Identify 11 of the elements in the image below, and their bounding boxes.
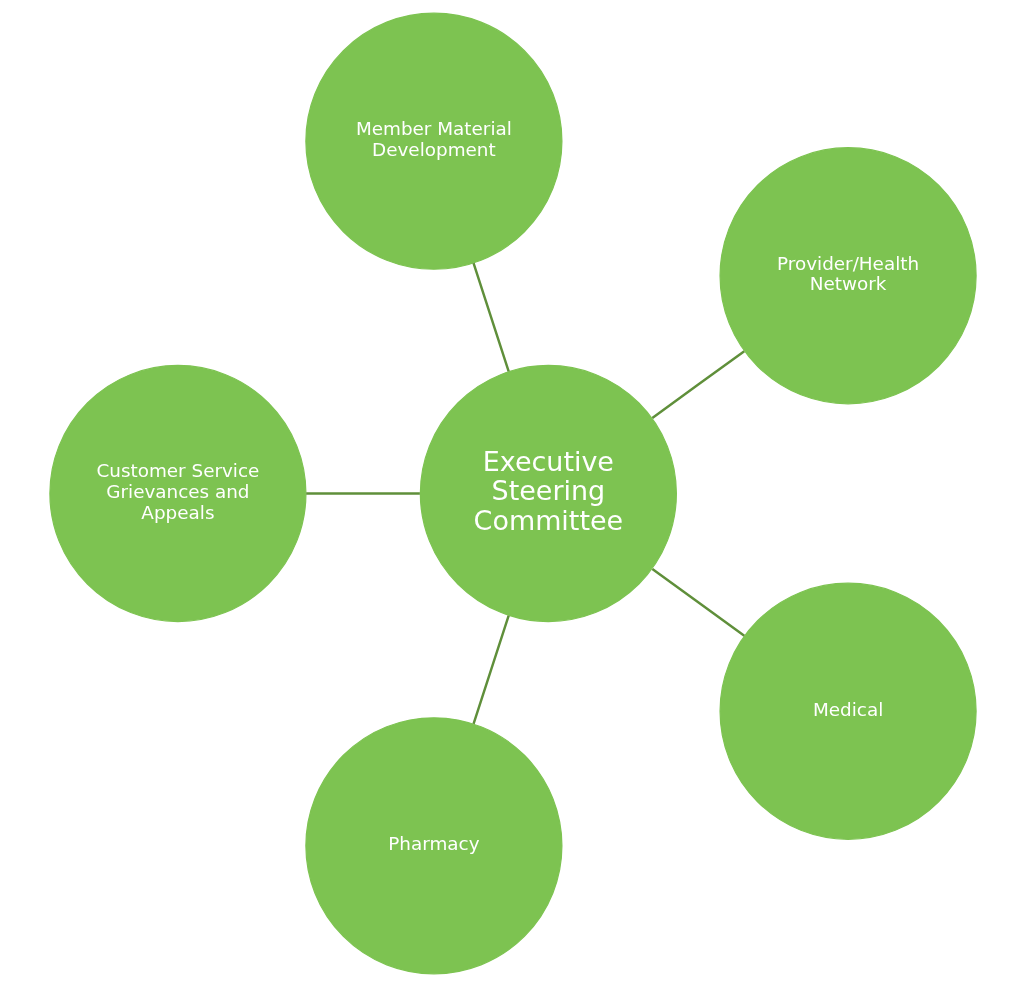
node-circle: Customer Service Grievances and Appeals <box>48 364 307 623</box>
node-circle: Medical <box>718 582 977 840</box>
node-circle: Pharmacy <box>304 717 563 975</box>
node-circle: Executive Steering Committee <box>419 364 677 623</box>
connector <box>305 492 420 495</box>
connector <box>651 350 745 419</box>
connector <box>471 615 510 725</box>
node-circle: Member Material Development <box>304 12 563 270</box>
node-circle: Provider/Health Network <box>718 147 977 405</box>
connector <box>471 262 510 372</box>
connector <box>651 568 745 637</box>
